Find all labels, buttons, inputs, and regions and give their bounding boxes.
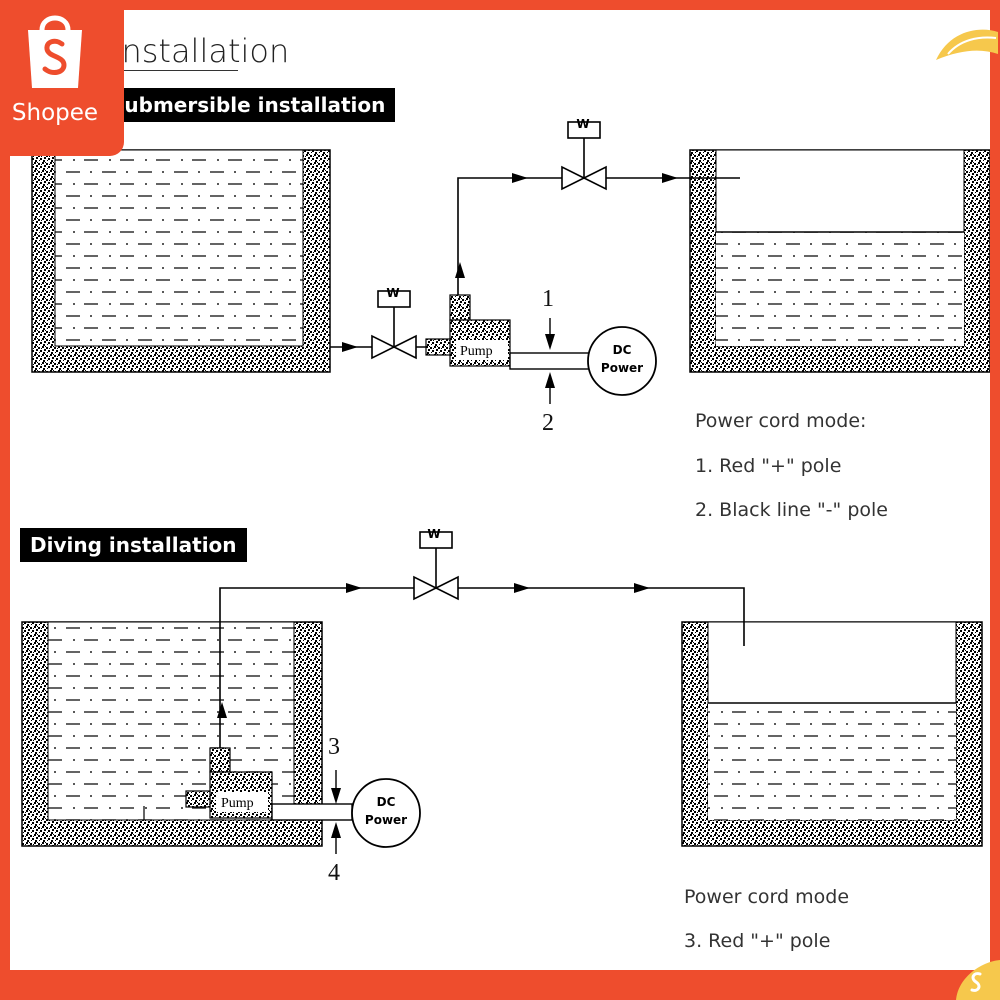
target-tank-top: [689, 149, 990, 373]
section-label-submersible: Submersible installation: [100, 88, 396, 122]
installation-diagram: W W W Pump Pump DC Power DC Power: [21, 117, 990, 854]
callout-arrow: [545, 334, 555, 350]
corner-bag-icon: [956, 960, 1000, 1000]
power-label-dc: DC: [377, 795, 396, 809]
pump-label: Pump: [221, 796, 254, 811]
valve-icon: [371, 290, 417, 359]
note-item: 3. Red "+" pole: [684, 930, 831, 952]
callout-1: 1: [542, 286, 554, 312]
pipe-bottom: [219, 587, 745, 748]
pump-top: [425, 294, 591, 370]
flow-arrow: [342, 342, 358, 352]
flow-arrow: [455, 262, 465, 278]
source-tank-top: [31, 149, 331, 373]
section-label-diving: Diving installation: [20, 528, 247, 562]
diagram-canvas: W W W Pump Pump DC Power DC Power Instal…: [10, 10, 990, 970]
pump-bottom: [185, 747, 353, 821]
pump-label: Pump: [460, 344, 493, 359]
shopping-bag-icon: [28, 15, 82, 88]
shopee-logo: Shopee: [0, 0, 124, 156]
valve-label: W: [576, 117, 589, 131]
flow-arrow: [662, 173, 678, 183]
pipe-top: [330, 177, 740, 348]
target-tank-bottom: [681, 621, 983, 847]
dc-power-icon: [351, 778, 421, 848]
power-label-dc: DC: [613, 343, 632, 357]
flow-arrow: [346, 583, 362, 593]
flow-arrow: [514, 583, 530, 593]
valve-label: W: [386, 286, 399, 300]
callout-4: 4: [328, 860, 340, 886]
callout-arrow: [331, 822, 341, 838]
note-heading-top: Power cord mode:: [695, 410, 867, 432]
note-item: 2. Black line "-" pole: [695, 499, 888, 521]
corner-leaf-icon: [936, 29, 998, 60]
callout-arrow: [545, 372, 555, 388]
note-heading-bottom: Power cord mode: [684, 886, 850, 908]
shopee-wordmark: Shopee: [11, 100, 99, 126]
flow-arrow: [634, 583, 650, 593]
power-label: Power: [601, 361, 643, 375]
callout-3: 3: [328, 734, 340, 760]
power-label: Power: [365, 813, 407, 827]
valve-label: W: [427, 527, 440, 541]
flow-arrow: [512, 173, 528, 183]
title-underline: [108, 70, 238, 71]
callout-arrow: [331, 788, 341, 804]
callout-2: 2: [542, 410, 554, 436]
valve-icon: [561, 121, 607, 190]
note-item: 1. Red "+" pole: [695, 455, 842, 477]
dc-power-icon: [587, 326, 657, 396]
valve-icon: [413, 531, 459, 600]
page-title: Installation: [112, 32, 290, 70]
